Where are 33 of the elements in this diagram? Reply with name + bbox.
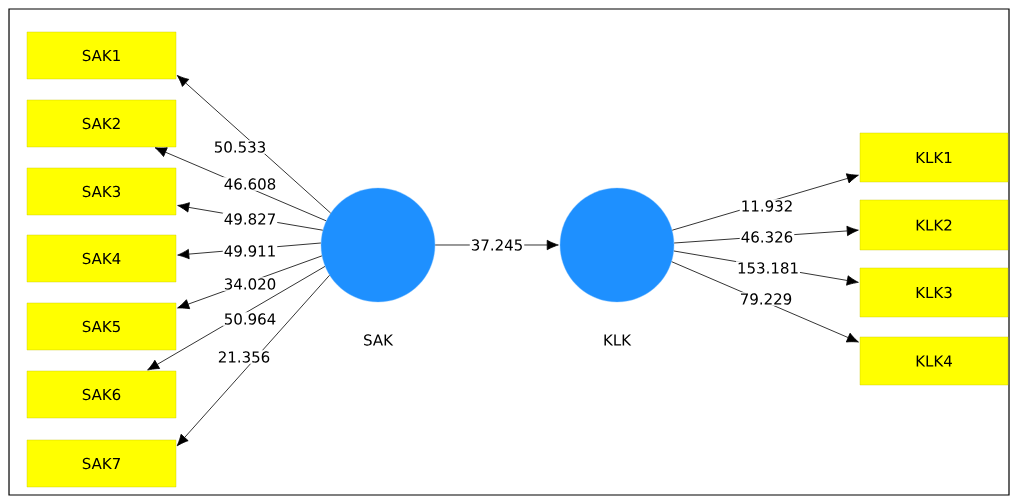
edge-label: 46.608 <box>222 177 278 191</box>
arrow <box>671 173 859 231</box>
indicator-box: SAK1 <box>26 31 177 80</box>
edge-label: 49.911 <box>222 244 278 258</box>
edge-label: 34.020 <box>222 277 278 291</box>
edge-label: 11.932 <box>739 199 795 213</box>
edge-label: 50.533 <box>212 140 268 154</box>
indicator-box: SAK6 <box>26 370 177 419</box>
indicator-box: KLK3 <box>859 267 1009 318</box>
edge-label: 50.964 <box>222 312 278 326</box>
edge-label: 79.229 <box>738 292 794 306</box>
indicator-box: KLK2 <box>859 199 1009 251</box>
edge-label: 21.356 <box>216 350 272 364</box>
edge-label: 46.326 <box>739 230 795 244</box>
edge-label: 49.827 <box>222 212 278 226</box>
arrow <box>176 75 331 214</box>
indicator-box: SAK2 <box>26 99 177 148</box>
construct-circle <box>320 187 436 303</box>
indicator-box: SAK3 <box>26 167 177 216</box>
construct-circle <box>559 187 675 303</box>
indicator-box: SAK5 <box>26 302 177 351</box>
arrow <box>176 274 330 447</box>
edge-label: 37.245 <box>469 238 525 252</box>
indicator-box: SAK4 <box>26 234 177 283</box>
edge-label: 153.181 <box>736 261 800 275</box>
construct-label: KLK <box>604 334 632 346</box>
arrow <box>671 261 859 343</box>
arrow <box>154 147 327 222</box>
construct-label: SAK <box>364 334 394 346</box>
indicator-box: KLK1 <box>859 132 1009 183</box>
indicator-box: SAK7 <box>26 439 177 488</box>
arrow <box>147 266 326 371</box>
indicator-box: KLK4 <box>859 336 1009 386</box>
